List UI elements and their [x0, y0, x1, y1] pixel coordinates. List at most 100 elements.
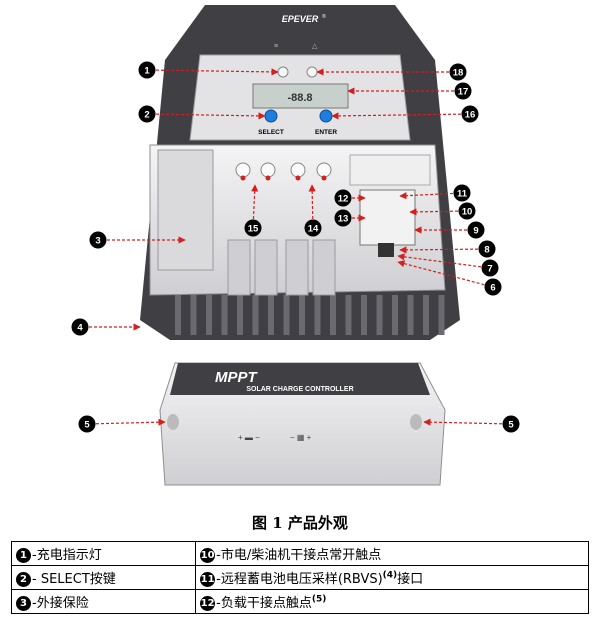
legend-number-badge: 3 — [16, 596, 31, 611]
footnote-ref: (4) — [382, 570, 398, 581]
lcd-screen — [252, 83, 349, 109]
legend-text: -市电/柴油机干接点常开触点 — [216, 548, 382, 563]
heatsink-fin — [407, 295, 414, 335]
legend-cell: 10-市电/柴油机干接点常开触点 — [195, 541, 589, 566]
callout-badge: 11 — [453, 184, 471, 202]
legend-text: -远程蓄电池电压采样(RBVS) — [216, 572, 383, 587]
callout-badge: 5 — [78, 415, 96, 433]
heatsink-fin — [221, 295, 228, 335]
callout-line — [397, 253, 482, 268]
legend-number-badge: 1 — [16, 548, 31, 563]
legend-text: -外接保险 — [32, 596, 89, 611]
cover-subtitle: SOLAR CHARGE CONTROLLER — [246, 386, 353, 393]
charge-indicator-led — [277, 66, 289, 78]
callout-line — [399, 246, 479, 254]
callout-number: 9 — [473, 226, 478, 237]
panel-icon-warning: △ — [312, 43, 318, 50]
callout-number: 14 — [308, 224, 319, 235]
heatsink-fin — [190, 295, 197, 335]
callout-number: 3 — [95, 236, 100, 247]
controller-unit: EPEVER ® ≡ △ -88.8 SELECT ENTER — [140, 5, 460, 340]
callout-number: 4 — [77, 323, 83, 334]
callout-badge: 17 — [454, 82, 472, 100]
legend-cell: 1-充电指示灯 — [10, 541, 197, 566]
table-row: 3-外接保险 12-负载干接点触点(5) — [10, 589, 589, 614]
callout-line — [155, 112, 266, 120]
heatsink-fin — [376, 295, 383, 335]
callout-number: 7 — [487, 264, 492, 275]
heatsink-fins — [175, 295, 445, 335]
heatsink-fin — [392, 295, 398, 335]
callout-badge: 4 — [71, 318, 89, 336]
cover-title: MPPT — [215, 369, 259, 386]
terminal-cover: MPPT SOLAR CHARGE CONTROLLER + ▬ − − ▦ + — [159, 362, 446, 486]
callout-badge: 15 — [244, 219, 262, 237]
heatsink-fin — [206, 295, 212, 335]
footnote-ref: (5) — [311, 594, 327, 605]
callout-badge: 6 — [484, 278, 502, 296]
callout-badge: 8 — [478, 240, 496, 258]
brand-logo: EPEVER — [282, 14, 319, 24]
legend-number-badge: 12 — [200, 596, 216, 611]
legend-number-badge: 10 — [200, 548, 216, 563]
callout-line — [399, 192, 454, 200]
heatsink-fin — [268, 295, 274, 335]
callout-line — [423, 418, 503, 426]
heatsink-fin — [345, 295, 352, 335]
table-row: 2- SELECT按键 11-远程蓄电池电压采样(RBVS)(4)接口 — [10, 565, 589, 590]
callout-number: 17 — [458, 87, 469, 98]
callout-number: 12 — [338, 194, 349, 205]
rj45-port — [378, 243, 394, 257]
legend-cell: 12-负载干接点触点(5) — [195, 589, 589, 614]
select-button[interactable] — [264, 109, 278, 123]
callout-number: 10 — [462, 207, 473, 218]
callout-badge: 13 — [334, 209, 352, 227]
fuse-holder — [157, 149, 214, 271]
dry-contact-ports — [359, 189, 416, 246]
heatsink-fin — [423, 295, 429, 335]
callout-line — [251, 184, 259, 220]
panel-icon-solar: ≡ — [274, 43, 278, 50]
callout-badge: 3 — [89, 231, 107, 249]
legend-number-badge: 2 — [16, 572, 31, 587]
callout-number: 5 — [84, 420, 90, 431]
legend-cell: 2- SELECT按键 — [10, 565, 197, 590]
callout-badge: 9 — [467, 221, 485, 239]
heatsink-fin — [299, 295, 305, 335]
legend-text: - SELECT按键 — [32, 572, 116, 587]
cover-screw-left — [167, 414, 179, 430]
heatsink-fin — [252, 295, 259, 335]
heatsink-fin — [314, 295, 321, 335]
heatsink-fin — [438, 295, 445, 335]
legend-text-tail: 接口 — [397, 572, 424, 587]
figure-caption: 图 1 产品外观 — [252, 514, 348, 532]
callout-line — [409, 208, 459, 216]
legend-table: 1-充电指示灯 10-市电/柴油机干接点常开触点 2- SELECT按键 11-… — [10, 541, 589, 614]
callout-number: 5 — [508, 420, 514, 431]
callout-number: 13 — [338, 214, 349, 225]
callout-number: 6 — [490, 283, 495, 294]
callout-badge: 10 — [458, 202, 476, 220]
enter-label: ENTER — [315, 129, 337, 136]
callout-badge: 5 — [502, 415, 520, 433]
cable-slots — [227, 239, 336, 296]
callout-badge: 12 — [334, 189, 352, 207]
fault-indicator-led — [306, 66, 318, 78]
callout-number: 1 — [144, 66, 150, 77]
callout-number: 8 — [484, 245, 489, 256]
brand-mark: ® — [322, 13, 326, 20]
legend-text: -负载干接点触点 — [216, 596, 312, 611]
callout-number: 18 — [453, 68, 464, 79]
cover-battery-symbol: + ▬ − — [238, 433, 260, 442]
heatsink-fin — [361, 295, 367, 335]
legend-text: -充电指示灯 — [32, 548, 102, 563]
callout-badge: 18 — [449, 63, 467, 81]
enter-button[interactable] — [319, 109, 333, 123]
heatsink-fin — [175, 295, 181, 335]
legend-cell: 3-外接保险 — [10, 589, 197, 614]
select-label: SELECT — [258, 129, 284, 136]
callout-badge: 2 — [138, 105, 156, 123]
callout-line — [331, 112, 462, 120]
callout-line — [155, 68, 279, 76]
callout-badge: 14 — [304, 219, 322, 237]
